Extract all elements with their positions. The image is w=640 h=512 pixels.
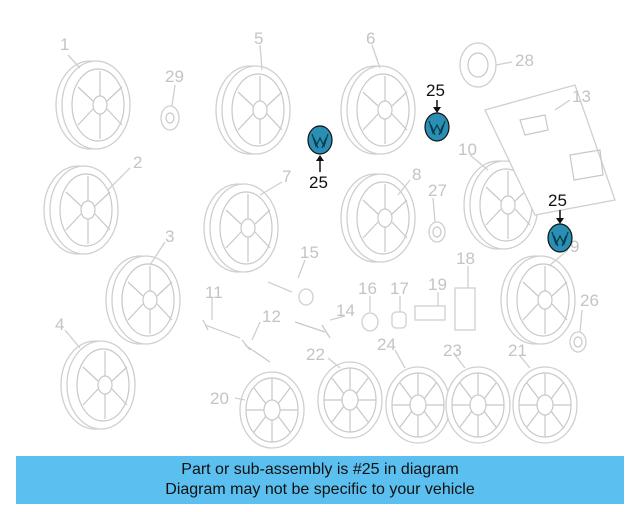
callout-10: 10	[458, 140, 477, 159]
cover-20-drawing	[239, 371, 305, 449]
bolt-14-drawing	[294, 321, 331, 339]
part-26-drawing	[569, 331, 587, 353]
weight-19-drawing	[414, 305, 446, 321]
callout-11: 11	[205, 283, 223, 302]
cover-23-drawing	[445, 366, 511, 444]
part-28-drawing	[459, 42, 497, 88]
callout-18: 18	[456, 249, 475, 268]
callout-26: 26	[580, 291, 599, 310]
bolt-15-drawing	[267, 281, 314, 306]
part-25-highlight-b: 25	[424, 81, 450, 142]
wheel-7-drawing	[203, 183, 279, 273]
callout-28: 28	[515, 51, 534, 70]
callout-7: 7	[282, 167, 291, 186]
cap-17-drawing	[391, 311, 407, 329]
callout-27: 27	[428, 181, 447, 200]
wheel-2-drawing	[43, 165, 119, 255]
callout-17: 17	[390, 279, 409, 298]
callout-25-c: 25	[548, 191, 567, 210]
callout-3: 3	[165, 227, 174, 246]
callout-9: 9	[570, 237, 579, 256]
label-18-drawing	[454, 287, 476, 331]
callout-4: 4	[55, 315, 64, 334]
callout-22: 22	[306, 345, 325, 364]
cover-21-drawing	[512, 366, 578, 444]
callout-19: 19	[428, 275, 447, 294]
callout-labels: 1 2 3 4 5 6 7 8 9 10 11 12 13 14 15 16 1…	[55, 29, 599, 408]
callout-24: 24	[377, 335, 396, 354]
valve-12-drawing	[241, 339, 271, 363]
callout-23: 23	[443, 341, 462, 360]
callout-6: 6	[366, 29, 375, 48]
callout-2: 2	[133, 153, 142, 172]
wheel-6-drawing	[340, 65, 416, 155]
wheel-1-drawing	[55, 60, 131, 150]
callout-29: 29	[165, 67, 184, 86]
callout-25-a: 25	[309, 173, 328, 192]
callout-16: 16	[358, 279, 377, 298]
callout-12: 12	[262, 307, 281, 326]
cover-24-drawing	[385, 366, 451, 444]
callout-13: 13	[572, 87, 591, 106]
bolt-11-drawing	[202, 319, 241, 339]
callout-21: 21	[508, 341, 527, 360]
wheel-4-drawing	[60, 340, 136, 430]
wheel-9-drawing	[500, 255, 576, 345]
cover-22-drawing	[317, 361, 383, 439]
callout-15: 15	[300, 243, 319, 262]
banner-line-disclaimer: Diagram may not be specific to your vehi…	[165, 481, 475, 498]
part-25-highlight-c: 25	[547, 191, 573, 253]
info-banner: Part or sub-assembly is #25 in diagram D…	[16, 456, 624, 504]
part-29-drawing	[160, 105, 180, 131]
parts-diagram: 1 2 3 4 5 6 7 8 9 10 11 12 13 14 15 16 1…	[43, 29, 616, 449]
wheel-3-drawing	[105, 255, 181, 345]
part-25-highlight-a: 25	[307, 125, 333, 192]
callout-20: 20	[210, 389, 229, 408]
part-27-drawing	[428, 221, 446, 243]
callout-1: 1	[60, 35, 69, 54]
callout-5: 5	[254, 29, 263, 48]
wheel-5-drawing	[215, 65, 291, 155]
nut-16-drawing	[361, 312, 379, 332]
leader-lines	[64, 44, 583, 401]
callout-25-b: 25	[426, 81, 445, 100]
callout-8: 8	[412, 165, 421, 184]
sensor-13-drawing	[484, 84, 616, 216]
callout-14: 14	[336, 301, 355, 320]
banner-line-part: Part or sub-assembly is #25 in diagram	[181, 461, 459, 478]
